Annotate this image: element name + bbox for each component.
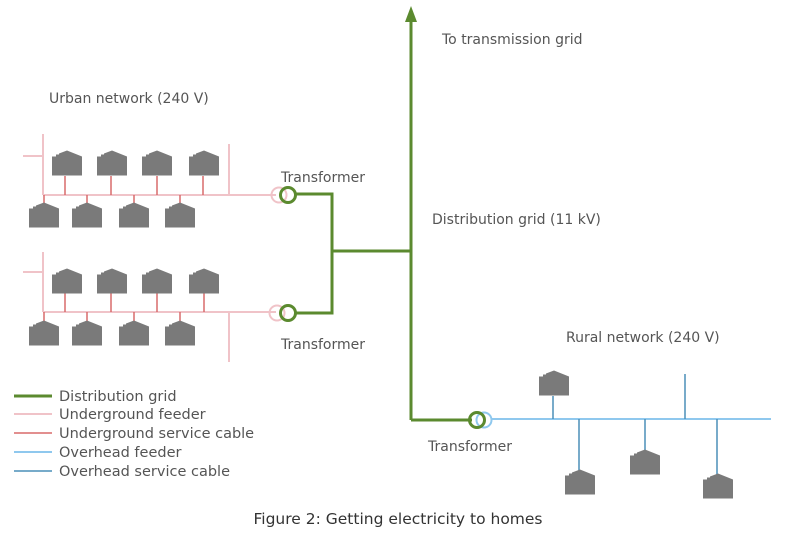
house-icon <box>189 268 219 294</box>
house-icon <box>97 268 127 294</box>
house-icon <box>165 202 195 228</box>
transformer-rural-label: Transformer <box>427 439 512 455</box>
transformer-icon <box>468 411 486 429</box>
transformer-rural <box>468 411 493 429</box>
legend-item-overhead-service-cable: Overhead service cable <box>14 464 230 480</box>
distribution-grid-branch <box>294 192 334 315</box>
house-icon <box>142 268 172 294</box>
house-icon <box>119 202 149 228</box>
distribution-grid-label: Distribution grid (11 kV) <box>432 212 601 228</box>
house-icon <box>189 150 219 176</box>
house-icon <box>565 469 595 495</box>
house-icon <box>97 150 127 176</box>
arrow-up-icon <box>405 6 417 22</box>
house-icon <box>165 320 195 346</box>
transformer-urban-top <box>270 186 297 204</box>
house-icon <box>703 473 733 499</box>
house-icon <box>142 150 172 176</box>
house-icon <box>630 449 660 475</box>
legend: Distribution grid Underground feeder Und… <box>14 389 254 480</box>
figure-caption: Figure 2: Getting electricity to homes <box>253 510 542 528</box>
house-icon <box>539 370 569 396</box>
transformer-icon <box>475 411 493 429</box>
legend-item-overhead-feeder: Overhead feeder <box>14 445 182 461</box>
legend-label: Underground service cable <box>59 426 254 442</box>
transformer-icon <box>279 186 297 204</box>
to-transmission-grid-label: To transmission grid <box>441 32 583 48</box>
distribution-grid <box>294 6 472 422</box>
urban-cluster-top <box>23 134 276 228</box>
urban-network-label: Urban network (240 V) <box>49 91 209 107</box>
rural-network <box>492 370 771 499</box>
rural-network-label: Rural network (240 V) <box>566 330 720 346</box>
legend-label: Overhead feeder <box>59 445 182 461</box>
house-icon <box>119 320 149 346</box>
transformer-urban-bottom <box>268 304 297 322</box>
legend-label: Underground feeder <box>59 407 206 423</box>
transformer-icon <box>279 304 297 322</box>
transformer-urban-top-label: Transformer <box>280 170 365 186</box>
legend-item-distribution-grid: Distribution grid <box>14 389 177 405</box>
house-icon <box>72 202 102 228</box>
house-icon <box>52 268 82 294</box>
house-icon <box>29 320 59 346</box>
house-icon <box>72 320 102 346</box>
transformer-icon <box>270 186 288 204</box>
house-icon <box>52 150 82 176</box>
transformer-urban-bottom-label: Transformer <box>280 337 365 353</box>
legend-label: Distribution grid <box>59 389 177 405</box>
legend-label: Overhead service cable <box>59 464 230 480</box>
transformer-icon <box>268 304 286 322</box>
legend-item-underground-feeder: Underground feeder <box>14 407 206 423</box>
legend-item-underground-service-cable: Underground service cable <box>14 426 254 442</box>
urban-cluster-bottom <box>23 252 276 362</box>
house-icon <box>29 202 59 228</box>
